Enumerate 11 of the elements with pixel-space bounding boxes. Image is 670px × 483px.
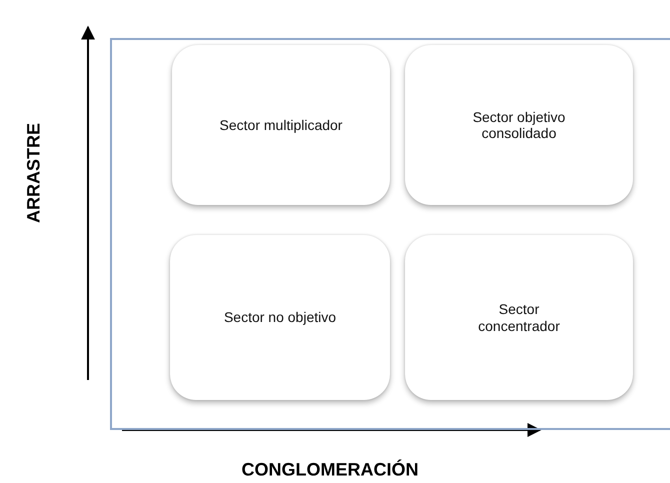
quadrant-label: Sector concentrador [477, 301, 561, 334]
quadrant-box [170, 235, 390, 400]
axis-title: ARRASTRE [24, 123, 44, 223]
quadrant-box [172, 45, 390, 205]
quadrant-label: Sector no objetivo [224, 309, 336, 326]
quadrant-label: Sector objetivo consolidado [472, 108, 566, 142]
quadrant-box [405, 45, 633, 205]
axis-title: CONGLOMERACIÓN [242, 460, 418, 480]
matrix-frame [110, 38, 670, 430]
quadrant-box [405, 235, 633, 400]
quadrant-label: Sector multiplicador [220, 116, 342, 134]
